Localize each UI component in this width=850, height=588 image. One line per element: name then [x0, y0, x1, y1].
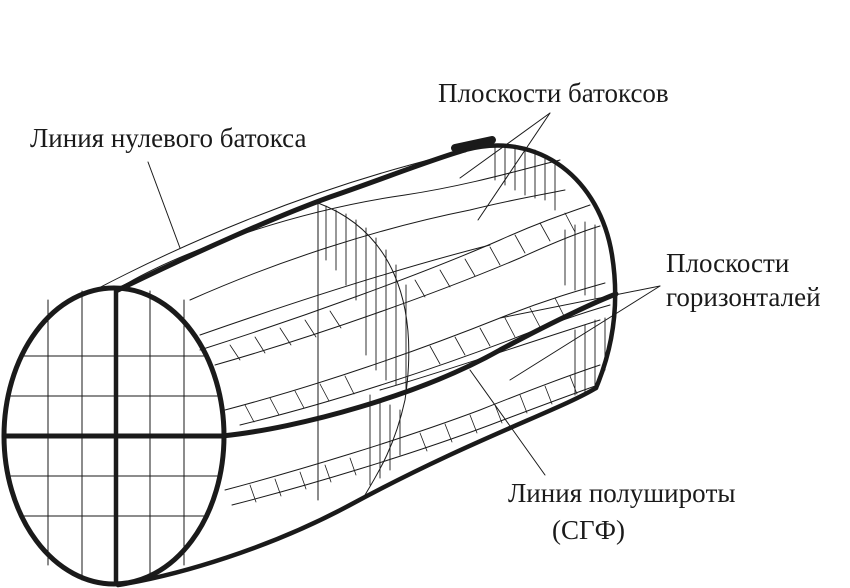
label-waterline-planes-1: Плоскости	[666, 248, 790, 278]
waterline-plane-middle-hatch	[244, 297, 566, 423]
waterline-plane-upper-edge2	[214, 225, 601, 366]
buttock-line-2	[199, 244, 491, 336]
waterline-plane-lower-edge2	[231, 384, 599, 506]
top-silhouette-cap	[451, 136, 496, 152]
far-section-hatch	[494, 143, 606, 396]
label-half-breadth-line-2: (СГФ)	[552, 515, 625, 545]
label-buttock-planes: Плоскости батоксов	[438, 78, 669, 108]
waterline-plane-upper-hatch	[229, 212, 576, 361]
waterline-plane-lower-edge	[224, 364, 601, 491]
top-silhouette	[115, 147, 468, 293]
label-zero-buttock-line: Линия нулевого батокса	[30, 123, 307, 153]
waterline-plane-middle-edge2	[239, 304, 611, 426]
waterline-plane-lower-hatch	[249, 375, 578, 503]
label-half-breadth-line-1: Линия полуширoты	[508, 478, 736, 508]
waterline-plane-middle-edge	[224, 282, 606, 411]
waterline-plane-upper-edge	[199, 204, 591, 351]
far-end-outline	[462, 143, 618, 391]
label-waterline-planes-2: горизонталей	[666, 282, 821, 312]
outer-thin-line	[94, 139, 493, 291]
far-end-lower-outline	[115, 385, 599, 588]
buttock-line-3	[379, 319, 601, 391]
zero-buttock-thin	[115, 159, 561, 291]
mid-section-hatch	[325, 205, 407, 486]
leader-lines	[147, 112, 661, 476]
half-breadth-line	[1, 291, 619, 439]
mid-section-outline	[317, 202, 410, 496]
buttock-line-1	[189, 189, 566, 301]
